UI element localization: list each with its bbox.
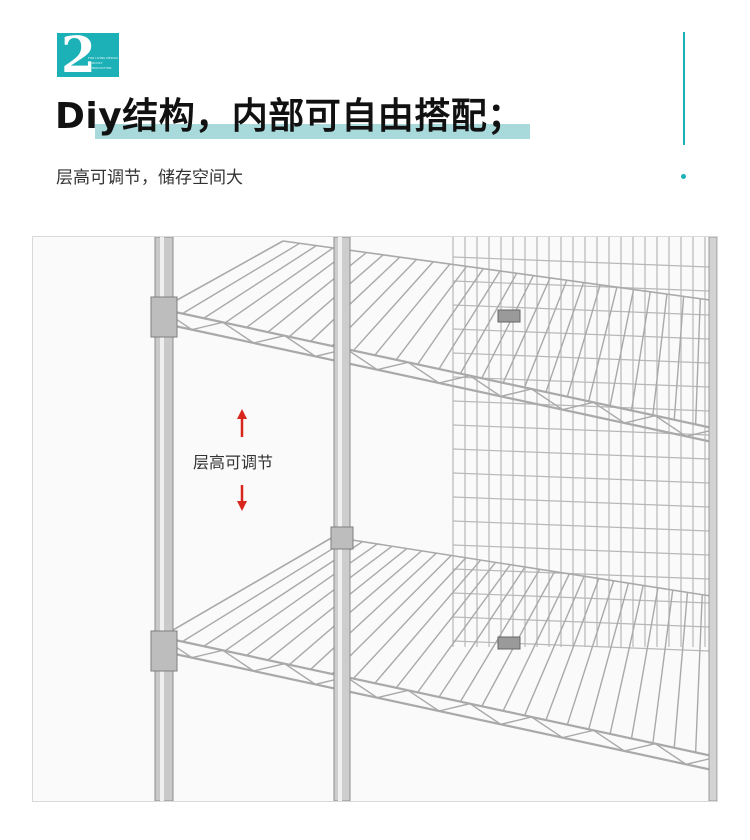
page-title: Diy结构，内部可自由搭配； — [55, 96, 524, 137]
shelf-deck-wire — [694, 298, 702, 425]
divider-wire — [452, 496, 710, 508]
accent-dot — [681, 174, 686, 179]
shelf-deck-wire — [673, 592, 689, 748]
shelf-deck-wire — [395, 265, 468, 361]
shelf-deck-wire — [374, 559, 482, 684]
shelf-deck-wire — [609, 585, 644, 735]
shelf-deck-wire — [267, 251, 367, 333]
post-highlight — [160, 237, 164, 801]
shelf-deck-wire — [182, 538, 349, 643]
shelf-deck-wire — [630, 587, 659, 739]
divider-wire — [452, 592, 710, 604]
shelf-deck-wire — [395, 561, 497, 689]
post-highlight — [338, 237, 342, 801]
shelf-deck-wire — [224, 247, 334, 324]
divider-wire — [452, 424, 710, 436]
title-highlight-bar — [95, 124, 530, 139]
shelf-deck-wire — [609, 289, 635, 407]
section-number-badge: 2 FOR LIVING DESIGN PRODUCT INTRODUCTION — [57, 33, 119, 77]
shelf-deck-wire — [438, 566, 526, 698]
divider-wire — [452, 472, 710, 484]
divider-clip — [497, 309, 521, 323]
shelf-deck-wire — [481, 275, 535, 379]
shelf-truss — [160, 636, 717, 766]
shelf-deck-wire — [331, 554, 452, 675]
divider-wire — [452, 328, 710, 340]
shelf-truss — [160, 308, 717, 438]
page-subtitle: 层高可调节，储存空间大 — [56, 168, 243, 188]
divider-wire — [452, 520, 710, 532]
shelf-deck-wire — [545, 578, 600, 721]
shelf-deck-wire — [417, 564, 511, 693]
shelf-deck-wire — [203, 245, 317, 319]
divider-wire — [452, 544, 710, 556]
shelf-deck-wire — [566, 580, 615, 725]
divider-wire — [452, 352, 710, 364]
shelf-sleeve — [150, 296, 178, 338]
shelf-deck-wire — [588, 582, 630, 730]
shelf-deck-wire — [459, 568, 541, 702]
divider-clip — [497, 636, 521, 650]
height-adjust-label: 层高可调节 — [193, 453, 274, 472]
right-post — [708, 237, 717, 801]
divider-wire — [452, 448, 710, 460]
shelf-deck-wire — [630, 291, 651, 411]
shelf-side-rail — [160, 536, 334, 638]
shelf-deck-wire — [417, 268, 484, 365]
shelf-deck-wire — [652, 589, 674, 744]
shelf-deck-wire — [352, 557, 467, 680]
divider-wire — [452, 256, 710, 268]
shelf-deck-wire — [502, 573, 570, 712]
shelf-deck-wire — [523, 279, 568, 388]
shelf-deck-wire — [352, 261, 434, 352]
shelf-deck-wire — [246, 545, 393, 657]
shelf-deck-wire — [374, 263, 451, 356]
arrow-down-icon — [237, 485, 247, 511]
divider-wire — [452, 376, 710, 388]
shelf-deck-wire — [310, 552, 437, 670]
shelf-deck-wire — [502, 277, 551, 384]
shelf-deck-wire — [310, 256, 401, 342]
shelf-deck-wire — [246, 249, 351, 329]
shelf-deck-wire — [673, 296, 685, 420]
shelf-deck-wire — [652, 293, 668, 416]
shelf-deck-wire — [545, 282, 585, 393]
shelf-deck-wire — [438, 270, 501, 370]
shelf-sleeve — [150, 630, 178, 672]
shelf-deck-wire — [224, 543, 378, 652]
shelf-deck-wire — [694, 594, 703, 753]
divider-wire — [452, 304, 710, 316]
divider-wire — [452, 616, 710, 628]
shelf-side-rail — [160, 240, 284, 310]
shelf-deck-wire — [182, 242, 301, 315]
shelf-deck-wire — [566, 284, 601, 397]
section-number: 2 — [61, 33, 96, 77]
shelf-sleeve — [330, 526, 354, 550]
shelf-deck-wire — [459, 272, 518, 374]
shelf-deck-wire — [288, 550, 423, 666]
arrow-up-icon — [237, 409, 247, 437]
badge-caption: FOR LIVING DESIGN PRODUCT INTRODUCTION — [88, 56, 118, 70]
shelf-deck-wire — [523, 575, 585, 716]
divider-wire — [452, 280, 710, 292]
divider-wire — [452, 568, 710, 580]
wire-shelf-illustration — [150, 237, 717, 801]
product-photo: 层高可调节 — [32, 236, 718, 802]
shelf-deck-wire — [588, 286, 618, 402]
accent-vertical-line — [683, 32, 685, 145]
